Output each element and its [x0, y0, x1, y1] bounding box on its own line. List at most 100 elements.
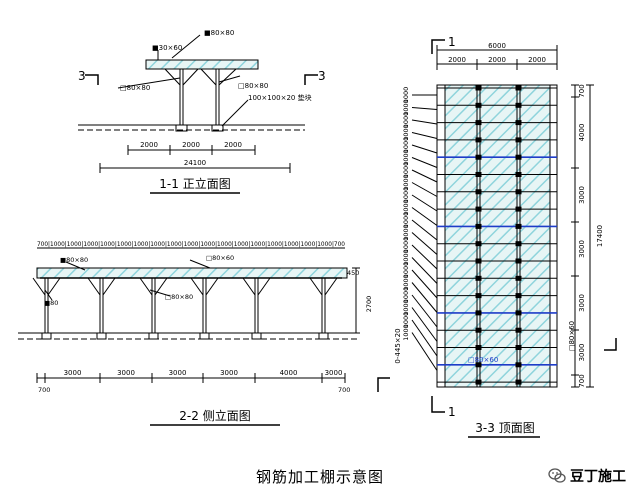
dim-3-3-right-total: 17400 — [596, 225, 604, 247]
brace-2-2 — [309, 277, 323, 296]
roof-slab-1-1 — [145, 59, 259, 70]
figure-caption: 钢筋加工棚示意图 — [255, 468, 384, 486]
note-2-2-c: □80×80 — [165, 293, 193, 301]
dim-3-3-left-repeat: 1000 — [402, 237, 410, 254]
leader-1-1-a — [171, 34, 201, 59]
leader-3-3 — [411, 232, 438, 255]
note-3-3-left-a: 0-445×20 — [394, 328, 402, 363]
grid-node-3-3 — [515, 120, 522, 126]
section-mark-3-3-bottom — [431, 396, 445, 413]
dim-2-2-height: 2700 — [365, 296, 373, 313]
note-2-2-a: ■80×80 — [60, 256, 88, 264]
grid-node-3-3 — [475, 223, 482, 229]
brace-2-2 — [139, 277, 153, 296]
leader-3-3 — [411, 319, 438, 357]
dim-2-2-top-row: 700|1000|1000|1000|1000|1000|1000|1000|1… — [37, 240, 345, 248]
brand-name: 豆丁施工 — [570, 469, 626, 485]
dim-3-3-left-repeat: 1000 — [402, 149, 410, 166]
note-1-1-a: ■80×80 — [204, 29, 234, 37]
leader-1-1-d — [218, 75, 241, 83]
grid-node-3-3 — [515, 258, 522, 264]
grid-node-3-3 — [475, 362, 482, 368]
dim-1-1-span-2: 2000 — [182, 141, 200, 149]
leader-3-3 — [411, 132, 438, 139]
dim-3-3-right-span-7: 700 — [578, 374, 586, 387]
dim-3-3-left-repeat: 1000 — [402, 287, 410, 304]
title-3-3: 3-3 顶面图 — [475, 421, 534, 435]
grid-node-3-3 — [515, 327, 522, 333]
brace-2-2 — [47, 277, 61, 296]
section-mark-1-1-right-label: 3 — [318, 69, 326, 83]
title-2-2: 2-2 侧立面图 — [179, 408, 250, 423]
brace-1-1-d — [218, 68, 237, 86]
leader-3-3 — [411, 207, 438, 226]
grid-node-3-3 — [515, 206, 522, 212]
note-3-3-inner: □80×60 — [468, 356, 498, 364]
grid-node-3-3 — [475, 154, 482, 160]
grid-node-3-3 — [475, 85, 482, 91]
brace-2-2 — [190, 277, 204, 296]
footing-2-2 — [251, 332, 262, 340]
note-2-2-b: □80×60 — [206, 254, 234, 262]
leader-3-3 — [411, 194, 438, 212]
grid-node-3-3 — [515, 102, 522, 108]
leader-3-3 — [411, 144, 438, 154]
leader-3-3 — [411, 107, 438, 110]
brace-2-2 — [257, 277, 271, 296]
section-mark-1-1-left-label: 3 — [78, 69, 86, 83]
note-3-3-right: □80×60 — [568, 321, 576, 351]
section-mark-3-3-top — [431, 39, 445, 54]
dim-2-2-span-2: 3000 — [117, 369, 135, 377]
grid-node-3-3 — [515, 172, 522, 177]
brace-1-1-b — [182, 68, 199, 86]
dim-3-3-span-2: 2000 — [488, 56, 506, 64]
title-1-1: 1-1 正立面图 — [159, 176, 230, 191]
grid-node-3-3 — [475, 275, 482, 281]
brace-2-2 — [87, 277, 101, 296]
grid-node-3-3 — [515, 310, 522, 316]
dim-3-3-total: 6000 — [488, 42, 506, 50]
roof-plan-3-3 — [444, 84, 551, 388]
dim-3-3-left-repeat: 1000 — [402, 162, 410, 179]
dim-3-3-left-repeat: 1000 — [402, 99, 410, 116]
dim-2-2-span-1: 3000 — [64, 369, 82, 377]
dim-2-2-span-5: 4000 — [280, 369, 298, 377]
dim-3-3-left-repeat: 1000 — [402, 324, 410, 341]
grid-node-3-3 — [515, 85, 522, 91]
brace-2-2 — [32, 277, 46, 296]
grid-node-3-3 — [475, 102, 482, 108]
note-1-1-c: □80×80 — [120, 84, 150, 92]
wechat-icon — [548, 468, 566, 483]
grid-node-3-3 — [475, 293, 482, 299]
dim-3-3-right-span-1: 700 — [578, 84, 586, 97]
grid-node-3-3 — [475, 206, 482, 212]
footing-1-1-right — [211, 124, 224, 132]
dim-2-2-span-3: 3000 — [169, 369, 187, 377]
leader-3-3 — [411, 307, 438, 342]
leader-2-2-d — [44, 289, 53, 301]
footing-2-2 — [41, 332, 52, 340]
grid-node-3-3 — [515, 293, 522, 299]
view-2-2-side-elevation — [18, 247, 360, 426]
dim-3-3-left-repeat: 1000 — [402, 224, 410, 241]
section-mark-1-1-right — [304, 74, 318, 85]
grid-node-3-3 — [475, 189, 482, 195]
brace-2-2 — [324, 277, 338, 296]
leader-3-3 — [411, 119, 438, 125]
brace-1-1-a — [164, 68, 181, 86]
dim-3-3-left-repeat: 1000 — [402, 124, 410, 141]
leader-3-3 — [411, 182, 438, 197]
dim-2-2-height-small: 450 — [347, 269, 359, 277]
dim-3-3-left-repeat: 1000 — [402, 174, 410, 191]
leader-3-3 — [411, 294, 438, 328]
dim-3-3-left-repeat: 1000 — [402, 112, 410, 129]
dim-3-3-right-span-4: 3000 — [578, 240, 586, 258]
view-3-3-top-plan — [377, 39, 617, 438]
grid-node-3-3 — [475, 345, 482, 350]
note-1-1-b: ■30×60 — [152, 44, 182, 52]
dim-3-3-right-span-6: 3000 — [578, 344, 586, 362]
grid-node-3-3 — [515, 362, 522, 368]
grid-node-3-3 — [515, 345, 522, 350]
leader-3-3 — [411, 157, 438, 168]
grid-node-3-3 — [475, 120, 482, 126]
